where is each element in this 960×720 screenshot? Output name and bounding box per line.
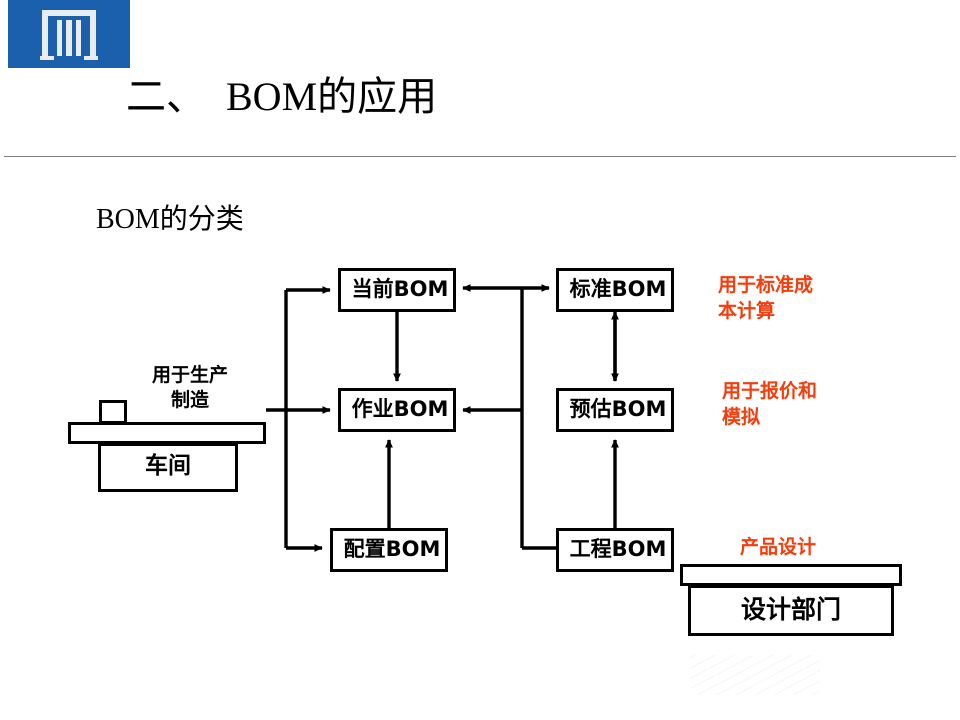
page-title: 二、 BOM的应用 bbox=[126, 74, 438, 119]
bom-box-label: 标准BOM bbox=[569, 277, 667, 301]
workshop-caption: 用于生产 制造 bbox=[151, 364, 228, 411]
annotation-standard-cost: 用于标准成 本计算 bbox=[718, 274, 814, 322]
bom-box-label: 预估BOM bbox=[569, 397, 667, 421]
bom-box-label: 当前BOM bbox=[351, 277, 449, 301]
workshop-shape[interactable]: 车间 bbox=[68, 400, 266, 492]
section-subtitle: BOM的分类 bbox=[96, 204, 244, 235]
department-body bbox=[688, 585, 894, 636]
title-divider bbox=[4, 156, 956, 157]
bom-box-estimate[interactable]: 预估BOM bbox=[556, 388, 674, 432]
factory-roof bbox=[68, 422, 266, 444]
institution-logo bbox=[8, 0, 130, 68]
design-department-shape[interactable]: 设计部门 bbox=[680, 564, 902, 636]
factory-body bbox=[98, 443, 238, 492]
bom-box-label: 工程BOM bbox=[569, 537, 667, 561]
bom-box-engineer[interactable]: 工程BOM bbox=[556, 528, 674, 572]
bom-box-current[interactable]: 当前BOM bbox=[338, 268, 456, 312]
bom-box-label: 配置BOM bbox=[343, 537, 441, 561]
bom-box-label: 作业BOM bbox=[351, 397, 449, 421]
gate-columns-icon bbox=[40, 10, 98, 60]
annotation-product-design: 产品设计 bbox=[740, 536, 817, 558]
bom-box-config[interactable]: 配置BOM bbox=[330, 528, 448, 572]
bom-box-work[interactable]: 作业BOM bbox=[338, 388, 456, 432]
design-department-label: 设计部门 bbox=[740, 595, 841, 624]
factory-chimney-icon bbox=[99, 400, 127, 424]
bom-box-standard[interactable]: 标准BOM bbox=[556, 268, 674, 312]
department-roof bbox=[680, 564, 902, 586]
annotation-quote-simulation: 用于报价和 模拟 bbox=[722, 380, 818, 428]
watermark-artifact bbox=[690, 655, 820, 695]
workshop-label: 车间 bbox=[145, 453, 191, 479]
